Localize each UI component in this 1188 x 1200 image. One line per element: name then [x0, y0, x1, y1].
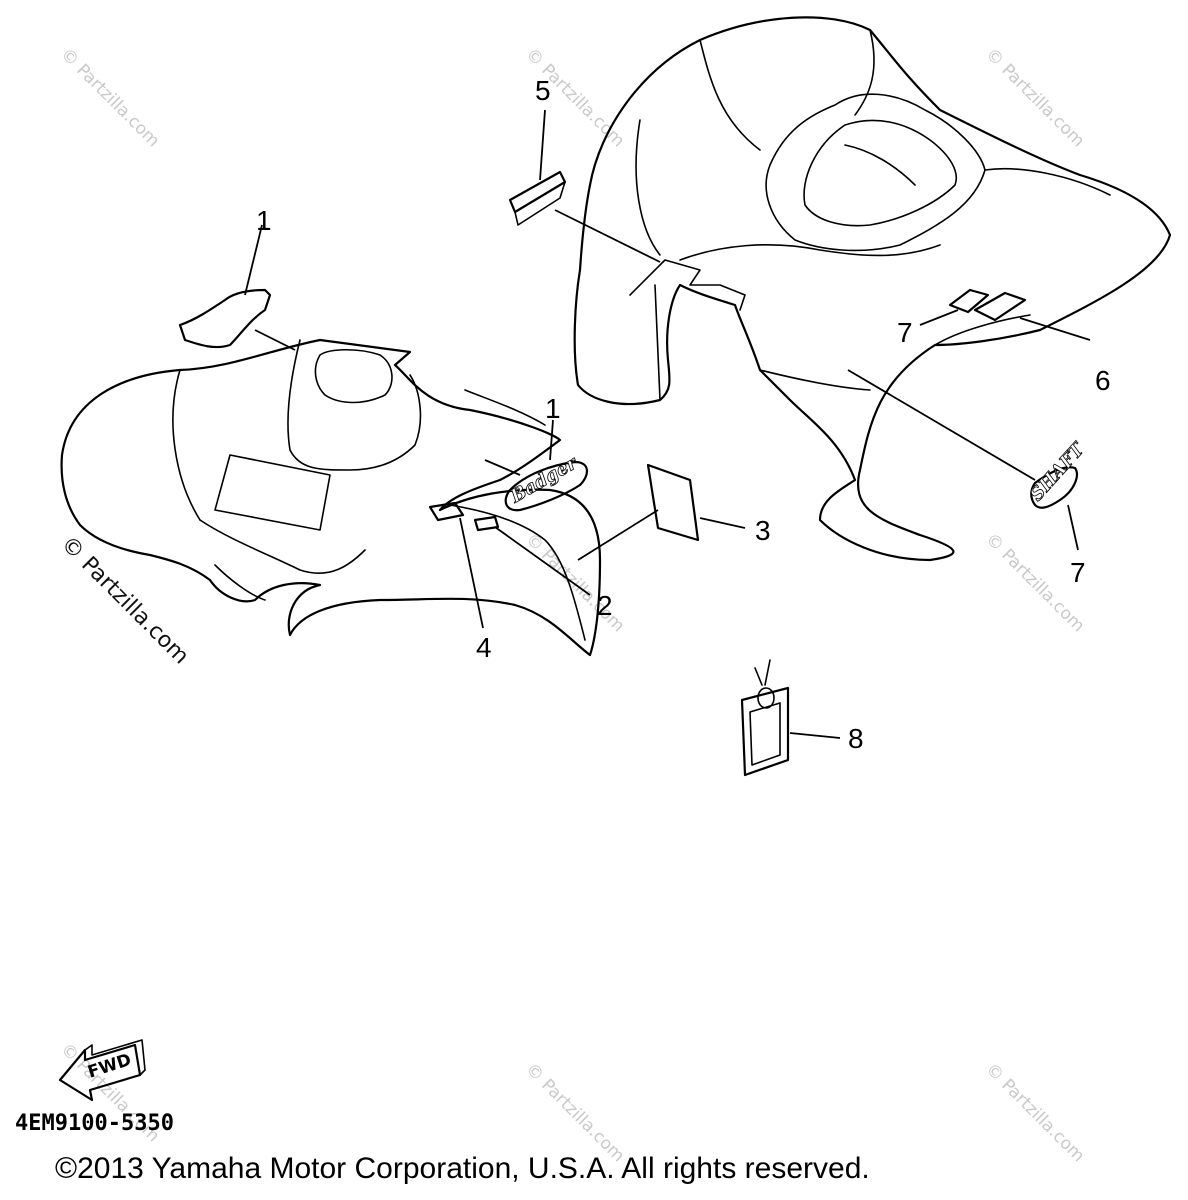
copyright-notice: ©2013 Yamaha Motor Corporation, U.S.A. A…: [55, 1152, 870, 1185]
decal-7-shaft: SHAFT: [1026, 438, 1090, 509]
decal-3: [646, 463, 700, 542]
callout-2: 2: [597, 590, 613, 621]
callout-6: 6: [1095, 365, 1111, 396]
rear-fender: [573, 16, 1172, 562]
leader-lines: [244, 109, 1091, 739]
decal-4: [428, 501, 465, 522]
callout-7: 7: [897, 317, 913, 348]
badger-decal-text: Badger: [506, 452, 582, 508]
decal-6: [973, 291, 1027, 322]
callout-7: 7: [1070, 557, 1086, 588]
watermarks: © Partzilla.com © Partzilla.com © Partzi…: [56, 44, 1089, 1166]
watermark: © Partzilla.com: [981, 44, 1088, 151]
watermark-dark: © Partzilla.com: [56, 532, 194, 670]
decal-5: [508, 170, 567, 226]
watermark: © Partzilla.com: [521, 1059, 628, 1166]
shaft-decal-text: SHAFT: [1026, 438, 1090, 505]
watermark: © Partzilla.com: [56, 44, 163, 151]
callout-5: 5: [535, 75, 551, 106]
callouts: 1 5 1 3 2 4 7 6 7 8: [256, 75, 1111, 754]
callout-1: 1: [545, 393, 561, 424]
tag-8: [740, 659, 790, 777]
watermark: © Partzilla.com: [981, 1059, 1088, 1166]
callout-8: 8: [848, 723, 864, 754]
decal-1-badger: Badger: [504, 451, 588, 512]
front-fender: [60, 338, 602, 657]
callout-1: 1: [256, 205, 272, 236]
callout-3: 3: [755, 515, 771, 546]
decal-7-upper: [948, 288, 990, 314]
part-number: 4EM9100-5350: [15, 1111, 174, 1136]
decal-1-top: [178, 288, 272, 349]
callout-4: 4: [476, 632, 492, 663]
decal-2: [473, 515, 500, 532]
